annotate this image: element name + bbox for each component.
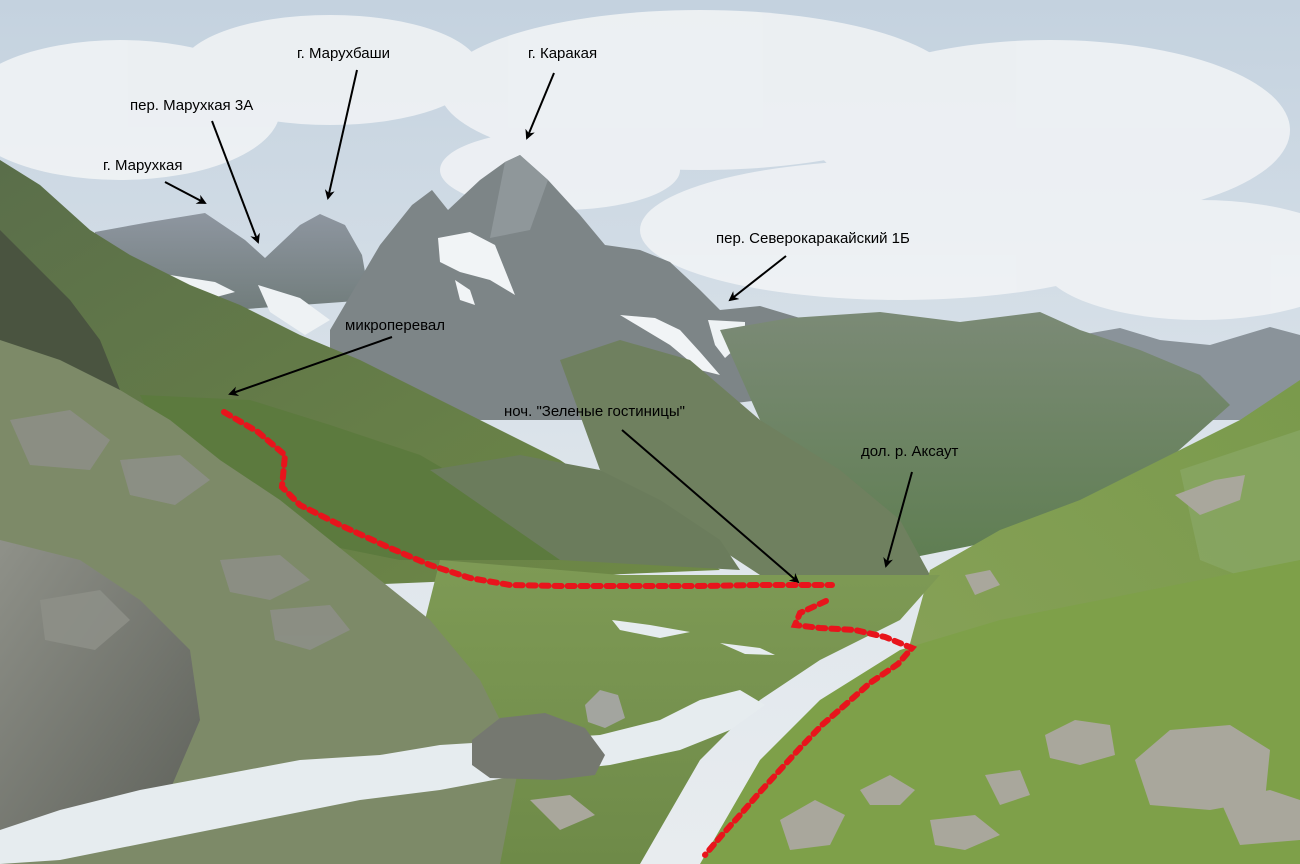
arrow-micropass: [228, 336, 393, 397]
label-aksaut-valley: дол. р. Аксаут: [861, 443, 959, 460]
route-line: [221, 409, 918, 858]
label-camp-green-hotels: ноч. "Зеленые гостиницы": [504, 403, 685, 420]
label-micropass: микроперевал: [345, 317, 445, 334]
arrow-severokarakay: [728, 255, 787, 302]
arrow-marukhbashi: [324, 69, 358, 200]
arrow-karakaya: [525, 72, 555, 140]
label-pass-marukhaya: пер. Марухкая 3А: [130, 97, 254, 114]
arrow-aksaut: [883, 471, 913, 568]
label-mt-marukhaya: г. Марухкая: [103, 157, 183, 174]
arrow-camp: [621, 429, 800, 584]
arrow-marukhaya: [164, 181, 207, 204]
label-mt-marukhbashi: г. Марухбаши: [297, 45, 390, 62]
label-mt-karakaya: г. Каракая: [528, 45, 598, 62]
arrow-pass-marukhaya: [211, 120, 260, 244]
label-pass-severokarakay: пер. Северокаракайский 1Б: [716, 230, 910, 247]
